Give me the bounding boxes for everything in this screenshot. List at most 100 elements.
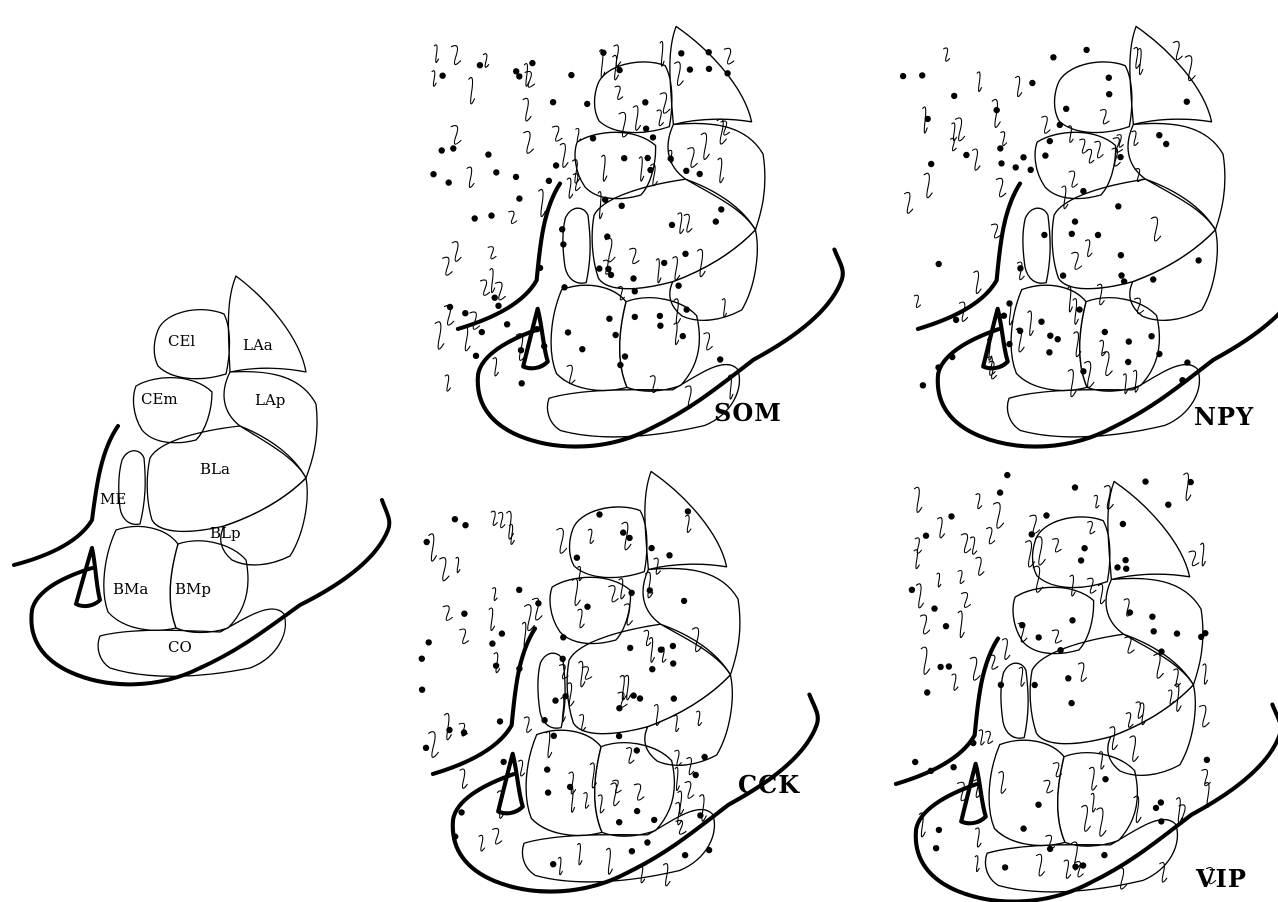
labelled-cell (1142, 478, 1148, 484)
labelled-cell (423, 745, 429, 751)
labelled-cell (997, 145, 1003, 151)
labelled-cell (596, 265, 602, 271)
labelled-cell (683, 168, 689, 174)
region-label-bla: BLa (200, 460, 230, 478)
labelled-cell (477, 62, 483, 68)
labelled-cell (1156, 132, 1162, 138)
panel-label-som: SOM (714, 398, 782, 427)
labelled-cell (1028, 167, 1034, 173)
fiber-mark (539, 189, 546, 216)
fiber-mark (451, 126, 461, 145)
labelled-cell (1041, 232, 1047, 238)
labelled-cell (621, 155, 627, 161)
fiber-mark (578, 609, 584, 628)
labelled-cell (560, 241, 566, 247)
fiber-mark (704, 333, 712, 350)
labelled-cell (718, 206, 724, 212)
fiber-mark (1053, 539, 1062, 552)
labelled-cell (550, 861, 556, 867)
labelled-cell (516, 587, 522, 593)
labelled-cell (671, 695, 677, 701)
fiber-mark (970, 657, 980, 680)
labelled-cell (1126, 338, 1132, 344)
reference-outline (14, 276, 389, 684)
labelled-cell (1047, 138, 1053, 144)
fiber-mark (916, 584, 923, 608)
labelled-cell (675, 283, 681, 289)
fiber-mark (722, 299, 726, 317)
fiber-mark (970, 537, 976, 554)
fiber-mark (937, 573, 941, 587)
fiber-mark (1136, 702, 1143, 718)
fiber-mark (607, 848, 613, 874)
fiber-mark (639, 157, 643, 181)
labelled-cell (541, 343, 547, 349)
fiber-mark (674, 715, 679, 731)
fiber-mark (1002, 639, 1009, 660)
labelled-cell (706, 66, 712, 72)
region-label-bma: BMa (113, 580, 148, 598)
fiber-mark (1132, 131, 1138, 146)
som-markers (430, 41, 734, 407)
fiber-mark (1016, 76, 1022, 96)
labelled-cell (546, 178, 552, 184)
labelled-cell (616, 67, 622, 73)
panel-label-cck: CCK (738, 770, 800, 799)
labelled-cell (1123, 566, 1129, 572)
labelled-cell (650, 134, 656, 140)
fiber-mark (675, 767, 679, 790)
fiber-mark (489, 608, 494, 631)
labelled-cell (645, 155, 651, 161)
fiber-mark (463, 327, 470, 351)
labelled-cell (1013, 164, 1019, 170)
labelled-cell (1078, 557, 1084, 563)
fiber-mark (598, 795, 604, 813)
labelled-cell (612, 332, 618, 338)
fiber-mark (1069, 171, 1077, 187)
fiber-mark (580, 715, 586, 731)
labelled-cell (1115, 203, 1121, 209)
labelled-cell (559, 226, 565, 232)
fiber-mark (1200, 705, 1210, 726)
fiber-mark (634, 784, 644, 800)
fiber-mark (524, 131, 534, 153)
fiber-mark (494, 653, 500, 673)
region-label-lap: LAp (255, 391, 285, 409)
fiber-mark (675, 750, 681, 766)
fiber-mark (467, 167, 474, 187)
labelled-cell (666, 552, 672, 558)
fiber-mark (656, 259, 661, 283)
labelled-cell (681, 598, 687, 604)
fiber-mark (915, 538, 921, 554)
fiber-mark (440, 558, 449, 581)
labelled-cell (963, 152, 969, 158)
fiber-mark (1082, 805, 1091, 831)
fiber-mark (958, 611, 964, 637)
fiber-mark (1086, 240, 1092, 257)
labelled-cell (561, 284, 567, 290)
fiber-mark (976, 828, 982, 847)
labelled-cell (1095, 232, 1101, 238)
labelled-cell (657, 323, 663, 329)
labelled-cell (943, 623, 949, 629)
fiber-mark (660, 93, 670, 113)
labelled-cell (997, 489, 1003, 495)
fiber-mark (429, 732, 439, 758)
panel-label-npy: NPY (1194, 402, 1254, 431)
labelled-cell (1069, 617, 1075, 623)
labelled-cell (537, 265, 543, 271)
fiber-mark (976, 494, 982, 509)
labelled-cell (1069, 231, 1075, 237)
fiber-mark (1091, 793, 1095, 812)
labelled-cell (637, 695, 643, 701)
fiber-mark (1019, 667, 1024, 686)
labelled-cell (647, 167, 653, 173)
labelled-cell (682, 251, 688, 257)
labelled-cell (596, 511, 602, 517)
fiber-mark (1103, 352, 1113, 376)
fiber-mark (443, 257, 453, 275)
labelled-cell (1174, 630, 1180, 636)
labelled-cell (1035, 802, 1041, 808)
labelled-cell (616, 733, 622, 739)
